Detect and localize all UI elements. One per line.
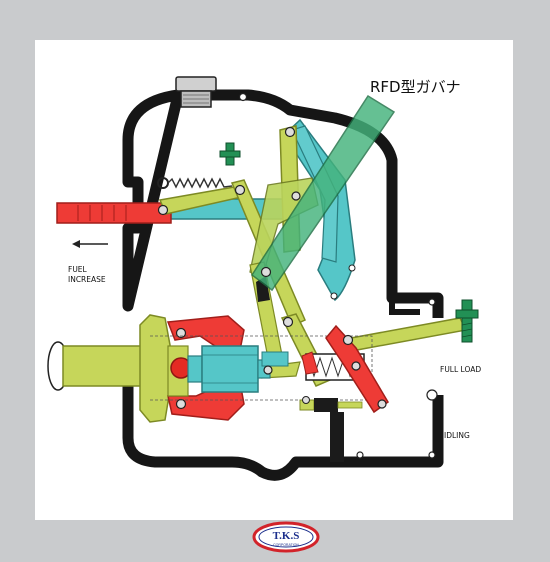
fuel-increase-label-line2: INCREASE [68,275,106,284]
flyweight-pin-bottom [175,398,187,410]
pivot-pin-4 [291,191,301,201]
green-speed-lever [250,94,396,292]
guide-dashed-outline [150,335,373,401]
idle-stopper-bolt [299,398,363,412]
pivot-pin-3 [284,126,296,138]
drive-shaft-left [47,341,144,391]
housing-bolt-bottom-right [428,451,436,459]
governor-housing [122,89,444,481]
housing-bolt-bottom [356,451,364,459]
tks-logo-text: T.K.S [273,530,300,542]
diagram-title: RFD型ガバナ [370,78,461,96]
pivot-pin-9 [351,361,361,371]
pivot-pin-5 [260,266,272,278]
flyweight-holder [139,314,171,423]
fuel-control-rod [56,202,172,224]
tension-spring [157,177,233,189]
pivot-pin-8 [342,334,354,346]
pivot-pin-11 [330,292,338,300]
idling-label: IDLING [444,431,470,440]
red-small-link [301,351,319,375]
pivot-pin-7 [263,365,273,375]
full-load-stop-pin [426,389,438,401]
full-load-adjust-screw [455,299,479,343]
pivot-pin-12 [348,264,356,272]
pivot-pin-2 [234,184,246,196]
fuel-increase-label-line1: FUEL [68,265,88,274]
housing-bolt-right [428,298,436,306]
filler-cap [175,76,217,108]
pivot-pin-1 [157,204,169,216]
cyan-sleeve-link [261,351,289,367]
adjusting-screw-top [219,142,241,166]
cyan-guide-plate [283,118,356,302]
flyweight-pin-top [175,327,187,339]
fuel-increase-arrow-icon [72,240,108,248]
tks-logo: T.K.S CORPORATION [252,521,320,553]
tks-logo-subtext: CORPORATION [273,543,299,547]
housing-inner-step [389,298,420,315]
pivot-pin-6 [282,316,294,328]
full-load-label: FULL LOAD [440,365,481,374]
pivot-pin-13 [302,396,310,404]
pivot-pin-10 [377,399,387,409]
stopper-post [330,412,344,462]
governor-sleeve [187,345,271,393]
housing-bolt-top [238,92,248,102]
